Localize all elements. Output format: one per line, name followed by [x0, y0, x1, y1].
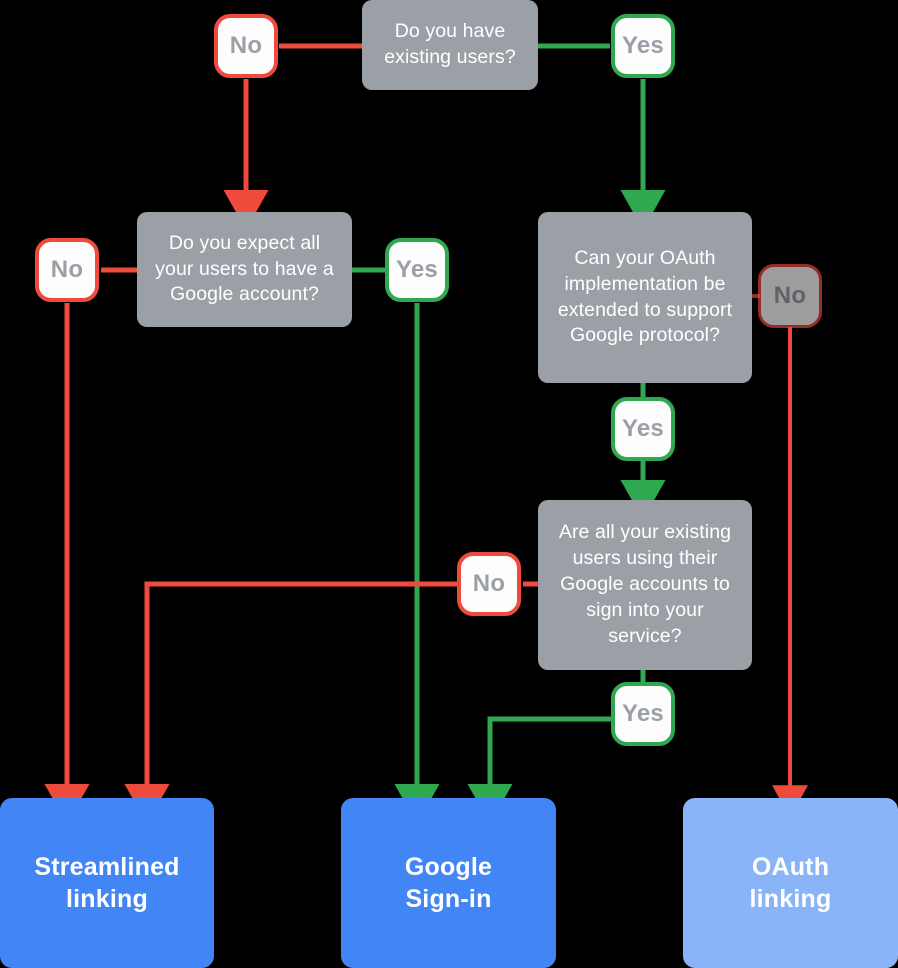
- outcome-line-2: linking: [749, 885, 832, 913]
- badge-q4-no[interactable]: No: [457, 552, 521, 616]
- outcome-label-google-signin: Google Sign-in: [405, 851, 492, 916]
- outcome-label-streamlined: Streamlined linking: [34, 851, 179, 916]
- badge-q2-yes[interactable]: Yes: [385, 238, 449, 302]
- edge-q4-yes-to-google-signin: [467, 716, 611, 824]
- edge-q4-no-to-streamlined: [124, 581, 457, 824]
- outcome-box-google-signin[interactable]: Google Sign-in: [341, 798, 556, 968]
- outcome-line-1: Streamlined: [34, 852, 180, 881]
- outcome-line-1: OAuth: [751, 852, 830, 881]
- outcome-line-2: Sign-in: [405, 885, 492, 913]
- question-box-google-account: Do you expect all your users to have a G…: [137, 212, 352, 327]
- outcome-line-1: Google: [404, 852, 493, 881]
- outcome-line-2: linking: [66, 885, 148, 913]
- question-box-oauth-extend: Can your OAuth implementation be extende…: [538, 212, 752, 383]
- outcome-box-streamlined-linking[interactable]: Streamlined linking: [0, 798, 214, 968]
- question-box-existing-google-accounts: Are all your existing users using their …: [538, 500, 752, 670]
- question-box-existing-users: Do you have existing users?: [362, 0, 538, 90]
- badge-q2-no[interactable]: No: [35, 238, 99, 302]
- badge-q3-no[interactable]: No: [758, 264, 822, 328]
- outcome-box-oauth-linking[interactable]: OAuth linking: [683, 798, 898, 968]
- badge-q4-yes[interactable]: Yes: [611, 682, 675, 746]
- badge-q3-yes[interactable]: Yes: [611, 397, 675, 461]
- outcome-label-oauth: OAuth linking: [750, 851, 832, 916]
- badge-q1-yes[interactable]: Yes: [611, 14, 675, 78]
- badge-q1-no[interactable]: No: [214, 14, 278, 78]
